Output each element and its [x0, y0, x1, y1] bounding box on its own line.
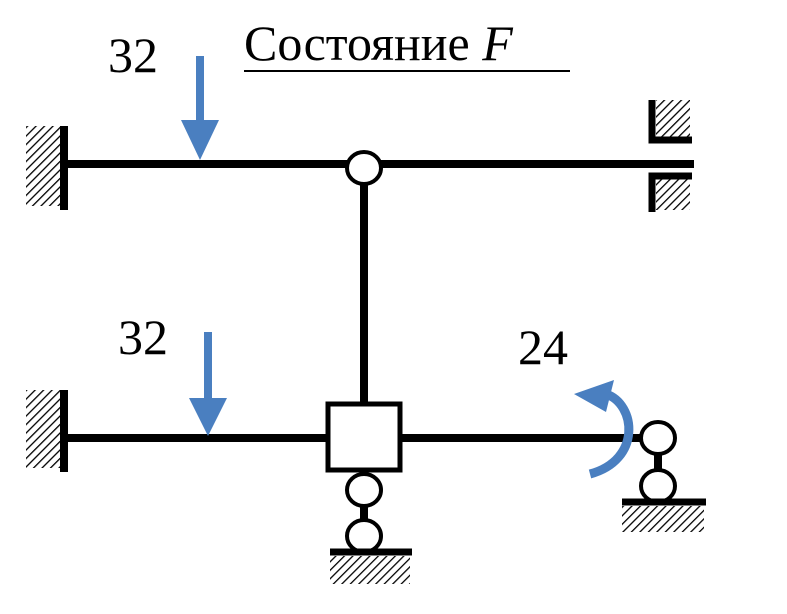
diagram-title: Состояние F	[244, 18, 513, 68]
pinned-rod-support-bottom	[330, 472, 412, 584]
top-force-label: 32	[108, 27, 158, 83]
bottom-force-label: 32	[118, 309, 168, 365]
load-arrow-bottom	[189, 332, 227, 436]
title-variable: F	[482, 15, 513, 71]
hinge-top	[345, 150, 383, 186]
title-word: Состояние	[244, 15, 470, 71]
fixed-support-bottom-left	[26, 390, 68, 472]
pinned-rod-support-right	[622, 420, 706, 532]
moment-arrow	[574, 380, 634, 479]
fixed-support-top-left	[26, 126, 68, 210]
sliding-support-top-right	[648, 100, 692, 212]
load-arrow-top	[181, 56, 219, 160]
rigid-node-box	[325, 401, 403, 473]
moment-label: 24	[518, 319, 568, 375]
title-underline	[244, 70, 570, 72]
